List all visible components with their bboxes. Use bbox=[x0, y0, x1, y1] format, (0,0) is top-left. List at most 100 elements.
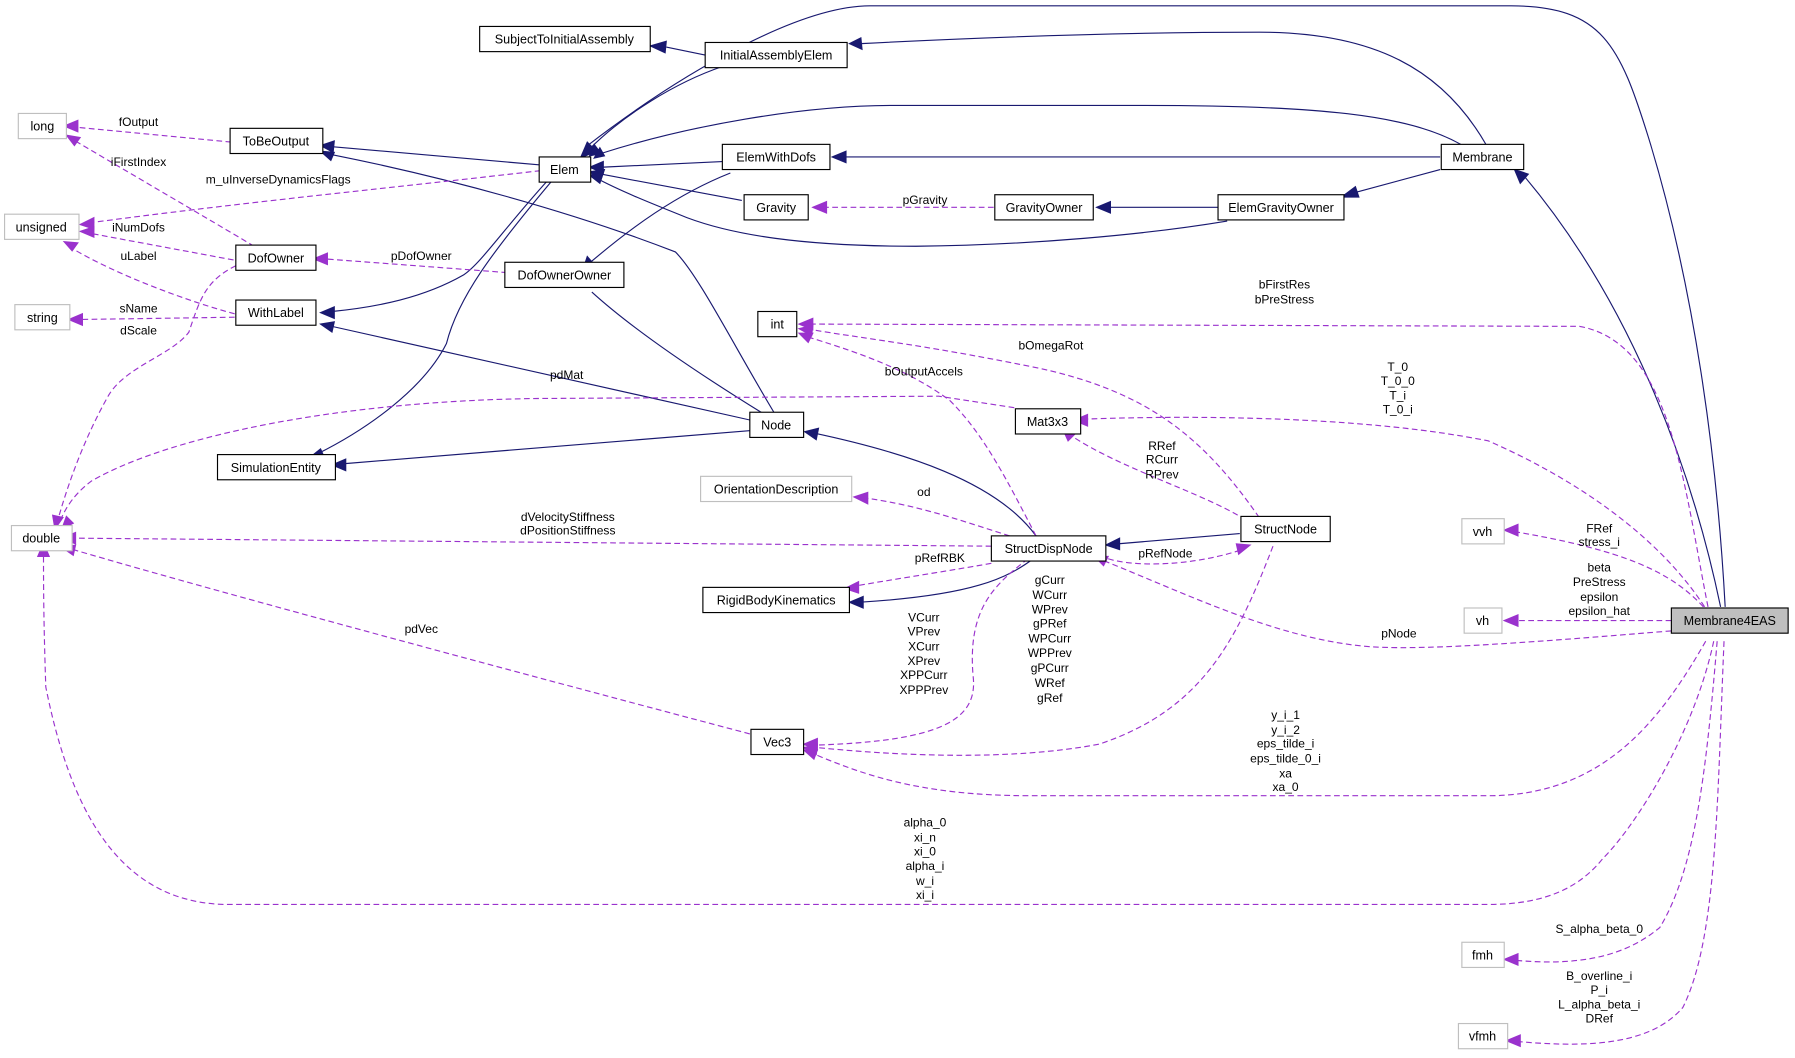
svg-text:OrientationDescription: OrientationDescription bbox=[714, 483, 838, 497]
svg-text:ElemWithDofs: ElemWithDofs bbox=[736, 151, 816, 165]
svg-text:Gravity: Gravity bbox=[756, 201, 797, 215]
edge-structdispnode-rigidbodykinematics bbox=[858, 557, 1036, 603]
edge-label-gref: gRef bbox=[1037, 691, 1063, 705]
node-structnode[interactable]: StructNode bbox=[1240, 515, 1331, 543]
inheritance-arrowheads bbox=[307, 37, 1530, 609]
svg-text:unsigned: unsigned bbox=[16, 220, 67, 234]
node-subjecttoinitialassembly[interactable]: SubjectToInitialAssembly bbox=[479, 25, 651, 53]
edge-structdispnode-int bbox=[806, 336, 1037, 537]
edge-label-b-overline-i: B_overline_i bbox=[1566, 969, 1632, 983]
edge-membrane4eas-vec3 bbox=[806, 640, 1707, 797]
node-elemgravityowner[interactable]: ElemGravityOwner bbox=[1217, 194, 1345, 221]
node-simulationentity[interactable]: SimulationEntity bbox=[216, 454, 336, 481]
arrowhead bbox=[847, 595, 864, 609]
arrowhead bbox=[1505, 1034, 1521, 1048]
node-membrane[interactable]: Membrane bbox=[1440, 143, 1525, 171]
nodes: SubjectToInitialAssembly InitialAssembly… bbox=[4, 25, 1789, 1050]
edge-elem-withlabel bbox=[331, 180, 548, 313]
edge-label-eps-tilde-0-i: eps_tilde_0_i bbox=[1250, 752, 1321, 766]
node-double[interactable]: double bbox=[10, 524, 73, 552]
node-withlabel[interactable]: WithLabel bbox=[235, 299, 317, 326]
edge-elem-tobeoutput bbox=[331, 146, 541, 166]
svg-text:Membrane4EAS: Membrane4EAS bbox=[1684, 614, 1776, 628]
edge-label-prefnode: pRefNode bbox=[1138, 547, 1192, 561]
node-gravityowner[interactable]: GravityOwner bbox=[994, 194, 1094, 221]
svg-text:SubjectToInitialAssembly: SubjectToInitialAssembly bbox=[495, 33, 635, 47]
node-dofowner[interactable]: DofOwner bbox=[235, 244, 317, 271]
edge-label-xprev: XPrev bbox=[907, 654, 940, 668]
svg-text:vh: vh bbox=[1476, 614, 1489, 628]
node-vfmh[interactable]: vfmh bbox=[1457, 1022, 1509, 1050]
edge-node-tobeoutput bbox=[331, 154, 775, 413]
edge-label-wref: WRef bbox=[1035, 676, 1066, 690]
edge-label-xa-0: xa_0 bbox=[1273, 780, 1299, 794]
edge-label-bprestress: bPreStress bbox=[1255, 292, 1314, 306]
edge-elemgravityowner-elem bbox=[595, 177, 1228, 247]
node-vvh[interactable]: vvh bbox=[1461, 518, 1505, 545]
edge-label-alpha-i: alpha_i bbox=[906, 859, 945, 873]
edge-node-simulationentity bbox=[343, 429, 752, 465]
arrowhead bbox=[319, 140, 335, 154]
edge-label-wprev: WPrev bbox=[1032, 603, 1068, 617]
node-unsigned[interactable]: unsigned bbox=[4, 213, 80, 240]
edge-label-t00: T_0_0 bbox=[1381, 374, 1415, 388]
node-tobeoutput[interactable]: ToBeOutput bbox=[229, 127, 324, 155]
node-initialassemblyelem[interactable]: InitialAssemblyElem bbox=[704, 41, 848, 69]
node-dofownerowner[interactable]: DofOwnerOwner bbox=[504, 261, 625, 289]
node-fmh[interactable]: fmh bbox=[1461, 941, 1505, 969]
arrowhead bbox=[593, 146, 606, 159]
node-int[interactable]: int bbox=[757, 310, 798, 338]
edge-label-pnode: pNode bbox=[1381, 627, 1417, 641]
node-mat3x3[interactable]: Mat3x3 bbox=[1014, 408, 1082, 435]
edge-dofowner-long bbox=[72, 139, 255, 247]
node-node[interactable]: Node bbox=[749, 411, 805, 438]
edge-vec3-double bbox=[73, 549, 750, 735]
node-rigidbodykinematics[interactable]: RigidBodyKinematics bbox=[702, 586, 850, 614]
edge-label-foutput: fOutput bbox=[119, 115, 159, 129]
edge-structnode-structdispnode bbox=[1117, 533, 1240, 545]
edge-withlabel-unsigned bbox=[68, 245, 235, 315]
edge-label-dscale: dScale bbox=[120, 323, 157, 337]
node-vec3[interactable]: Vec3 bbox=[750, 728, 805, 756]
node-structdispnode[interactable]: StructDispNode bbox=[990, 535, 1107, 562]
node-elem[interactable]: Elem bbox=[538, 156, 592, 183]
edge-withlabel-string bbox=[77, 316, 235, 321]
edge-dofownerowner-dofowner bbox=[323, 258, 508, 274]
edge-label-fref: FRef bbox=[1586, 521, 1613, 535]
edge-node-dofownerowner bbox=[591, 291, 766, 416]
arrowhead bbox=[811, 200, 828, 214]
node-long[interactable]: long bbox=[17, 112, 67, 140]
edge-label-ti: T_i bbox=[1389, 389, 1406, 403]
node-string[interactable]: string bbox=[14, 304, 71, 331]
node-elemwithdofs[interactable]: ElemWithDofs bbox=[721, 143, 831, 171]
node-membrane4eas[interactable]: Membrane4EAS bbox=[1670, 607, 1789, 634]
edge-label-wcurr: WCurr bbox=[1032, 588, 1067, 602]
arrowhead bbox=[312, 252, 328, 266]
edge-label-ifirstindex: iFirstIndex bbox=[111, 155, 166, 169]
svg-text:StructNode: StructNode bbox=[1254, 523, 1317, 537]
edge-label-stress-i: stress_i bbox=[1579, 535, 1620, 549]
node-vh[interactable]: vh bbox=[1463, 607, 1503, 634]
svg-text:fmh: fmh bbox=[1472, 948, 1493, 962]
svg-text:Vec3: Vec3 bbox=[763, 736, 791, 750]
arrowhead bbox=[1235, 543, 1252, 556]
arrowhead bbox=[1502, 523, 1519, 537]
svg-text:long: long bbox=[30, 120, 54, 134]
node-orientationdescription[interactable]: OrientationDescription bbox=[700, 475, 853, 503]
edge-membrane-initialassemblyelem bbox=[860, 31, 1487, 145]
edge-label-xppprev: XPPPrev bbox=[899, 683, 948, 697]
svg-text:DofOwner: DofOwner bbox=[248, 251, 305, 265]
arrowhead bbox=[78, 216, 95, 230]
arrowhead bbox=[319, 321, 336, 334]
edge-node-withlabel bbox=[331, 325, 752, 421]
arrowhead bbox=[830, 150, 847, 164]
edge-membrane4eas-vvh bbox=[1505, 529, 1704, 608]
edge-label-m-uinversedynamicsflags: m_uInverseDynamicsFlags bbox=[206, 172, 351, 186]
edge-structdispnode-vec3 bbox=[807, 558, 1029, 746]
edge-elem-simulationentity bbox=[317, 180, 553, 454]
node-gravity[interactable]: Gravity bbox=[743, 194, 809, 221]
arrowhead bbox=[1502, 952, 1519, 967]
edge-structnode-int bbox=[812, 329, 1260, 518]
edge-label-t0i: T_0_i bbox=[1383, 402, 1413, 416]
